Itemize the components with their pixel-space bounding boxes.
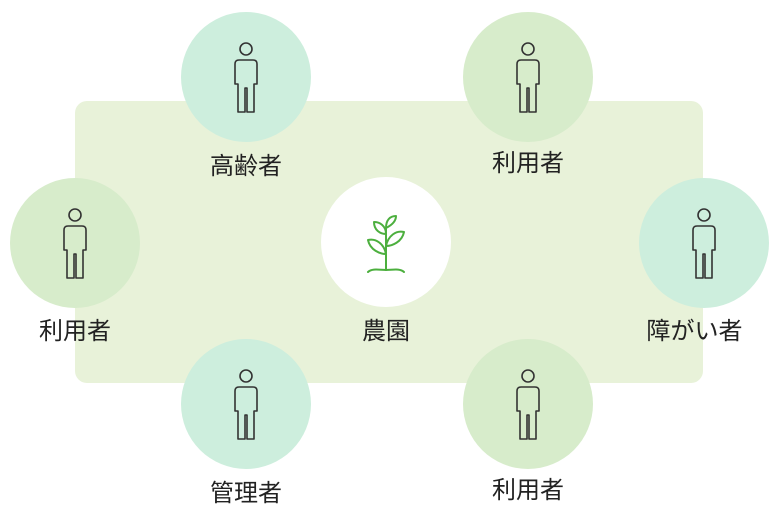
node-user-bottom: [463, 339, 593, 469]
node-elderly: [181, 12, 311, 142]
node-manager: [181, 339, 311, 469]
node-user-top-label: 利用者: [492, 149, 564, 177]
node-user-left-label: 利用者: [39, 317, 111, 345]
person-icon: [234, 42, 258, 113]
node-manager-label: 管理者: [210, 479, 282, 507]
farm-label: 農園: [362, 317, 410, 345]
person-icon: [234, 369, 258, 440]
node-user-top: [463, 12, 593, 142]
node-user-bottom-label: 利用者: [492, 476, 564, 504]
farm-circle: [321, 177, 451, 307]
person-icon: [516, 369, 540, 440]
node-elderly-label: 高齢者: [210, 152, 282, 180]
person-icon: [516, 42, 540, 113]
person-icon: [692, 208, 716, 279]
sprout-icon: [367, 215, 405, 273]
person-icon: [63, 208, 87, 279]
node-disabled: [639, 178, 769, 308]
node-disabled-label: 障がい者: [646, 317, 743, 345]
node-user-left: [10, 178, 140, 308]
